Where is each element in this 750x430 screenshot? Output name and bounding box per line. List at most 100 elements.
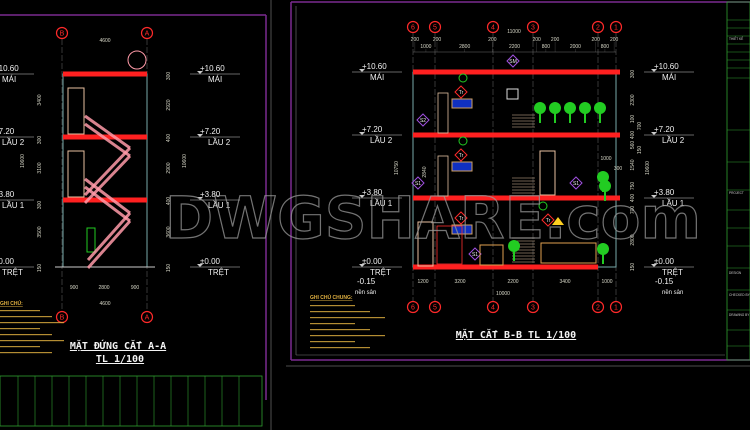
grid-bubble: 4 bbox=[486, 20, 500, 34]
grid-bubble-label: 4 bbox=[491, 304, 495, 311]
level-triangle bbox=[651, 195, 657, 198]
room-tag-label: S1 bbox=[573, 181, 579, 187]
dimension-label: 200 bbox=[433, 37, 442, 43]
dimension-label: 200 bbox=[411, 37, 420, 43]
note-line bbox=[310, 305, 355, 307]
level-value: ±0.00 bbox=[200, 257, 221, 266]
grid-bubble-circle bbox=[609, 20, 623, 34]
grid-bubble: 3 bbox=[526, 300, 540, 314]
aa-dim-left-total: 10600 bbox=[20, 154, 26, 168]
floor-slab bbox=[63, 197, 147, 203]
title-block-label: DRAWING BY bbox=[729, 313, 750, 317]
level-value: +7.20 bbox=[0, 127, 15, 136]
note-line bbox=[310, 335, 385, 337]
level-value: +3.80 bbox=[200, 190, 221, 199]
level-triangle bbox=[197, 264, 203, 267]
grid-bubble-label: 3 bbox=[531, 304, 535, 311]
room-tag-diamond bbox=[416, 113, 430, 127]
plant-stem bbox=[604, 191, 606, 201]
section-aa-notes-heading: GHI CHÚ: bbox=[0, 300, 23, 307]
bb-ground-left-name: nền sân bbox=[355, 290, 376, 296]
title-block-label: DESIGN bbox=[729, 271, 742, 275]
grid-bubble-label: 1 bbox=[614, 304, 618, 311]
section-aa-scale: TL 1/100 bbox=[96, 354, 144, 365]
level-value: +10.60 bbox=[200, 64, 225, 73]
grid-bubble-circle bbox=[609, 300, 623, 314]
grid-bubble-label: 6 bbox=[411, 24, 415, 31]
room-tag-diamond bbox=[411, 176, 425, 190]
level-triangle bbox=[359, 132, 365, 135]
level-value: ±0.00 bbox=[362, 257, 383, 266]
note-line bbox=[0, 334, 52, 336]
title-block-label: PROJECT bbox=[729, 191, 744, 195]
room-tag: Tr bbox=[454, 148, 468, 162]
section-aa-title: MẶT ĐỨNG CẮT A-A bbox=[70, 339, 166, 352]
grid-bubble-circle bbox=[526, 300, 540, 314]
grid-bubble: 6 bbox=[406, 300, 420, 314]
level-name: TRỆT bbox=[208, 268, 229, 277]
room-tag: SM bbox=[506, 54, 520, 68]
room-tag: S1 bbox=[468, 247, 482, 261]
plant-stem bbox=[602, 254, 604, 264]
floor-slab bbox=[63, 71, 147, 77]
dimension-label: 1200 bbox=[417, 279, 428, 285]
air-conditioner-icon bbox=[451, 98, 473, 109]
stair-flight bbox=[86, 212, 132, 269]
dimension-label: 2200 bbox=[509, 44, 520, 50]
dimension-label: 1000 bbox=[600, 156, 611, 162]
room-tag-diamond bbox=[541, 213, 555, 227]
grid-bubble: 2 bbox=[591, 300, 605, 314]
room-tag: S1 bbox=[569, 176, 583, 190]
floor-slab bbox=[413, 132, 620, 138]
floor-slab bbox=[413, 69, 620, 75]
wardrobe-icon bbox=[437, 155, 449, 197]
plant-foliage bbox=[534, 102, 546, 114]
level-name: MÁI bbox=[662, 73, 676, 82]
grid-bubble-circle bbox=[428, 300, 442, 314]
grid-bubble-label: 3 bbox=[531, 24, 535, 31]
level-triangle bbox=[197, 71, 203, 74]
section-bb-notes-heading: GHI CHÚ CHUNG: bbox=[310, 294, 353, 301]
room-tag-diamond bbox=[454, 85, 468, 99]
aa-dim-bottom-total: 4600 bbox=[99, 301, 110, 307]
plant-foliage bbox=[597, 243, 609, 255]
room-tag-diamond bbox=[468, 247, 482, 261]
dimension-label: 2800 bbox=[630, 234, 636, 245]
plant-stem bbox=[539, 113, 541, 123]
dimension-label: 800 bbox=[542, 44, 551, 50]
room-tag: S2 bbox=[416, 113, 430, 127]
grid-bubble-circle bbox=[486, 300, 500, 314]
dimension-label: 150 bbox=[37, 264, 43, 273]
water-tank-icon bbox=[127, 50, 147, 70]
plant-icon bbox=[597, 243, 609, 264]
dimension-label: 750 bbox=[630, 182, 636, 191]
level-value: ±0.00 bbox=[0, 257, 15, 266]
floor-slab bbox=[413, 264, 598, 270]
room-tag-diamond bbox=[569, 176, 583, 190]
table-chairs-icon bbox=[479, 244, 504, 266]
grid-bubble: A bbox=[140, 310, 154, 324]
grid-bubble-circle bbox=[55, 26, 69, 40]
level-triangle bbox=[651, 264, 657, 267]
note-line bbox=[0, 316, 52, 318]
plant-stem bbox=[513, 251, 515, 261]
dimension-label: 700 bbox=[637, 122, 643, 131]
level-value: ±0.00 bbox=[654, 257, 675, 266]
level-name: MÁI bbox=[208, 75, 222, 84]
window-icon bbox=[86, 227, 96, 253]
aa-dim-top: 4600 bbox=[99, 38, 110, 44]
dimension-label: 300 bbox=[166, 72, 172, 81]
room-tag-label: S1 bbox=[472, 252, 478, 258]
ceiling-light-icon bbox=[458, 136, 468, 146]
air-conditioner-icon bbox=[451, 161, 473, 172]
title-block-label: THIẾT KẾ bbox=[729, 36, 743, 41]
level-name: LẦU 2 bbox=[208, 137, 231, 147]
bb-ground-right-name: nền sân bbox=[662, 290, 683, 296]
dimension-label: 3100 bbox=[37, 162, 43, 173]
note-line bbox=[0, 352, 52, 354]
